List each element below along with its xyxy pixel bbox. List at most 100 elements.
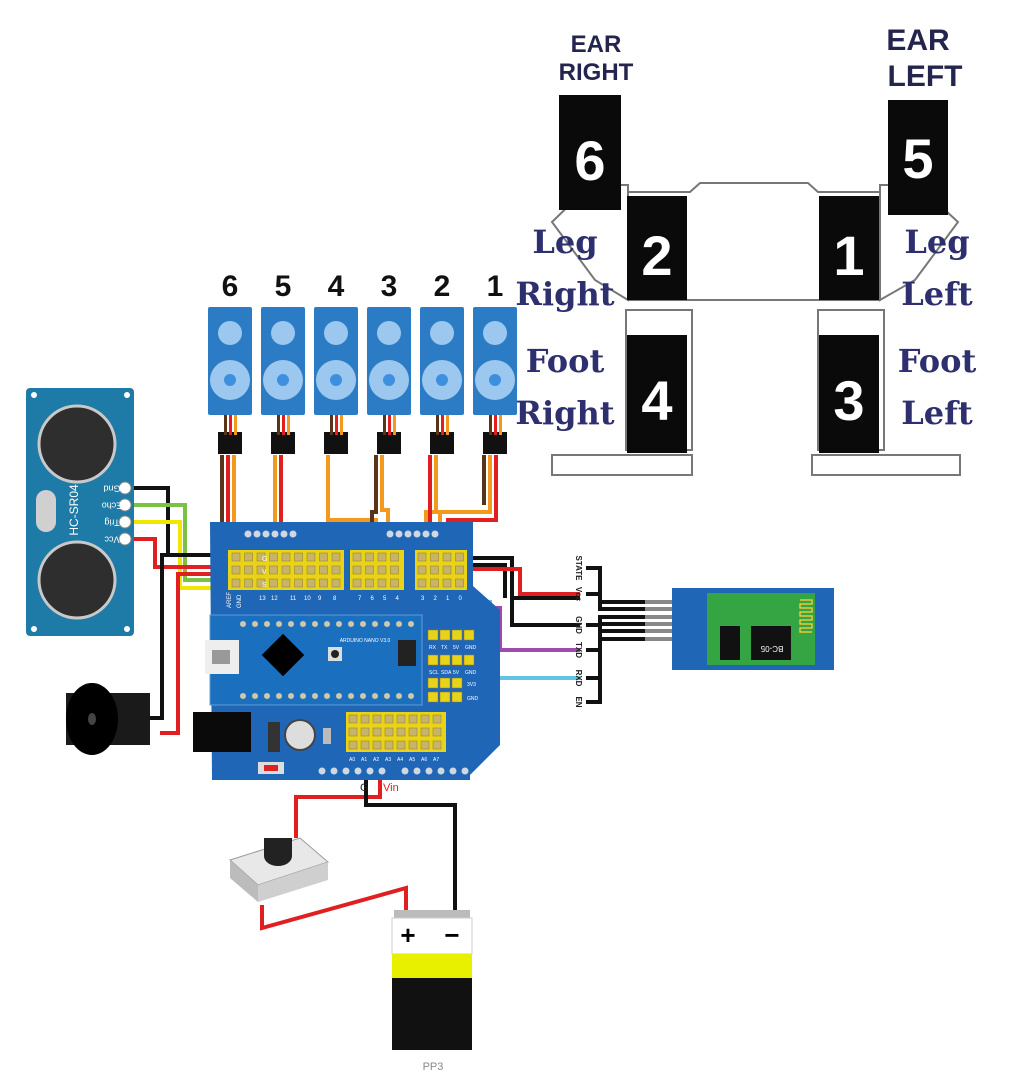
header-pin	[420, 740, 430, 750]
header-pin	[331, 578, 341, 588]
header-pin	[294, 552, 303, 562]
servo-block-leg-right	[627, 196, 687, 300]
digital-pin-label: 5	[383, 596, 387, 602]
label-leg-left-1: Leg	[904, 223, 969, 261]
header-pin	[442, 565, 452, 575]
servo-gear-top	[218, 321, 242, 345]
ultrasonic-pin-label: Trig	[104, 518, 119, 528]
nano-pin	[240, 693, 246, 699]
header-pin	[377, 565, 387, 575]
power-label-gnd: G	[360, 782, 369, 794]
bt-pin-label: RXD	[574, 670, 583, 687]
header-pin	[408, 714, 418, 724]
header-pin	[244, 565, 253, 575]
header-pin	[244, 578, 253, 588]
nano-pin	[348, 693, 354, 699]
header-pin	[360, 740, 370, 750]
resistor	[323, 728, 331, 744]
servo-number-label: 3	[381, 270, 398, 303]
servo-number-label: 2	[434, 270, 451, 303]
robot-sole-left	[811, 454, 961, 476]
servo-lead-red	[441, 415, 444, 435]
power-pin	[378, 767, 386, 775]
label-ear-right-2: RIGHT	[559, 59, 634, 86]
header-pin	[319, 565, 328, 575]
servo-lead-orange	[446, 415, 449, 435]
row-label-v: V	[262, 569, 267, 576]
digital-pin-label: 7	[358, 596, 362, 602]
header-pin	[451, 629, 463, 641]
power-wires	[260, 772, 457, 931]
nano-pin	[348, 621, 354, 627]
ultrasonic-pin-label: Echo	[102, 501, 123, 511]
bt-pin-label: Vcc	[574, 587, 583, 602]
shield-top-pin	[422, 530, 430, 538]
servo-connector	[218, 432, 242, 454]
servo-id-leg-right: 2	[641, 224, 672, 287]
battery-minus: −	[444, 920, 459, 950]
servo-gear-top	[324, 321, 348, 345]
label-foot-right-2: Right	[515, 394, 614, 432]
nano-pin	[336, 693, 342, 699]
nano-pin	[264, 693, 270, 699]
label-leg-right-1: Leg	[532, 223, 597, 261]
label-ear-left-2: LEFT	[888, 60, 963, 93]
header-pin	[319, 552, 328, 562]
nano-pin	[396, 693, 402, 699]
robot-body-outline	[627, 182, 881, 301]
header-pin	[365, 578, 374, 588]
shield-top-pin	[244, 530, 252, 538]
header-pin	[384, 727, 394, 737]
header-pin	[231, 565, 241, 575]
dc-power-jack	[193, 712, 251, 752]
shield-top-pin	[413, 530, 421, 538]
header-pin	[331, 552, 341, 562]
row-label-s: S	[262, 582, 267, 589]
header-pin	[420, 714, 430, 724]
servo-shaft	[383, 374, 395, 386]
header-pin	[442, 578, 452, 588]
bt-header-pin	[645, 622, 673, 626]
header-pin	[348, 714, 358, 724]
header-pin	[427, 629, 439, 641]
row-label-g: G	[262, 556, 267, 563]
header-pin-label: SDA	[441, 670, 452, 676]
ultrasonic-pin	[118, 481, 132, 495]
header-pin	[352, 565, 362, 575]
servo-lead-brown	[330, 415, 333, 435]
header-pin	[417, 578, 427, 588]
header-pin	[420, 727, 430, 737]
battery-plus: +	[400, 920, 415, 950]
buzzer-hole	[88, 713, 96, 725]
header-pin-label: 5V	[453, 670, 460, 676]
header-pin	[432, 740, 442, 750]
servo-connector	[483, 432, 507, 454]
nano-pin	[372, 621, 378, 627]
header-pin	[372, 727, 382, 737]
digital-pin-label: AREF	[227, 592, 233, 608]
ultrasonic-pin	[118, 498, 132, 512]
header-pin	[439, 677, 451, 689]
transducer-bottom	[37, 540, 117, 620]
header-pin	[372, 740, 382, 750]
bt-pin-label: GND	[574, 616, 583, 634]
wire-gnd-to-battery-minus	[364, 772, 457, 912]
servo-motor: 6	[208, 270, 252, 454]
transducer-top	[37, 404, 117, 484]
header-pin	[331, 565, 341, 575]
battery-label: PP3	[423, 1061, 444, 1073]
nano-pin	[288, 621, 294, 627]
digital-pin-label: 4	[396, 596, 400, 602]
analog-pin-label: A0	[349, 757, 355, 763]
switch-cap-body	[264, 838, 292, 856]
header-pin	[396, 727, 406, 737]
ultrasonic-pin	[118, 515, 132, 529]
servo-connector	[377, 432, 401, 454]
digital-pin-label: GND	[237, 594, 243, 608]
analog-pin-label: A5	[409, 757, 415, 763]
header-pin	[231, 552, 241, 562]
header-pin-label: GND	[465, 670, 477, 676]
battery-band	[392, 954, 472, 978]
nano-pin	[288, 693, 294, 699]
nano-pin	[252, 621, 258, 627]
